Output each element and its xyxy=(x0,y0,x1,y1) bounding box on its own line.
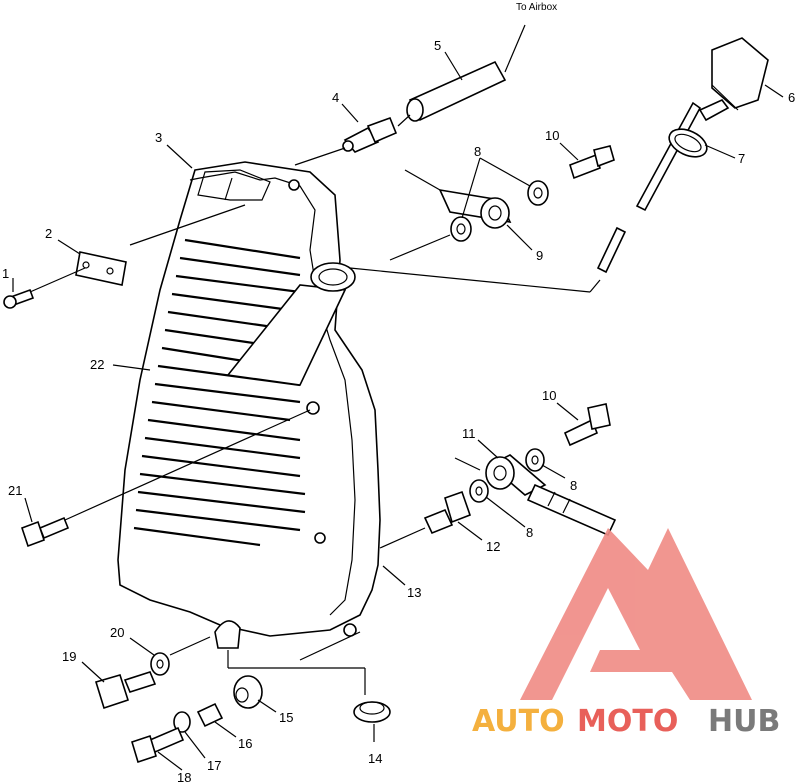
part-20-washer xyxy=(150,652,170,676)
part-6-dipstick xyxy=(596,37,769,274)
watermark-auto: AUTO xyxy=(472,704,565,739)
part-8-washer-left xyxy=(469,479,489,503)
part-11-banjo-lower xyxy=(485,454,547,496)
part-7-o-ring xyxy=(668,128,708,158)
watermark-hub: HUB xyxy=(708,704,780,739)
callout-11: 11 xyxy=(462,426,476,441)
part-17-washer xyxy=(173,711,191,733)
callout-leaders xyxy=(12,51,784,771)
callout-9: 9 xyxy=(536,248,543,263)
callout-10-upper: 10 xyxy=(545,128,559,143)
callout-3: 3 xyxy=(155,130,162,145)
part-8-washer-right xyxy=(525,448,545,472)
part-1-screw xyxy=(3,288,35,309)
part-2-bracket xyxy=(75,251,127,286)
part-8-washer-lower xyxy=(450,216,472,242)
callout-20: 20 xyxy=(110,625,124,640)
to-airbox-label: To Airbox xyxy=(516,2,557,13)
callout-6: 6 xyxy=(788,90,795,105)
callout-14: 14 xyxy=(368,751,382,766)
callout-15: 15 xyxy=(279,710,293,725)
part-21-bolt xyxy=(20,516,70,548)
callout-22: 22 xyxy=(90,357,104,372)
part-8-washer-upper xyxy=(527,180,549,206)
callout-17: 17 xyxy=(207,758,221,773)
callout-10-lower: 10 xyxy=(542,388,556,403)
callout-8-right: 8 xyxy=(570,478,577,493)
callout-4: 4 xyxy=(332,90,339,105)
callout-7: 7 xyxy=(738,151,745,166)
part-9-banjo xyxy=(438,188,512,229)
part-10-bolt-lower xyxy=(563,403,611,447)
part-18-bolt xyxy=(131,726,185,764)
callout-12: 12 xyxy=(486,539,500,554)
callout-2: 2 xyxy=(45,226,52,241)
cooling-fins xyxy=(133,238,306,547)
oil-tank xyxy=(117,161,381,649)
part-12-fitting xyxy=(423,490,472,535)
callout-16: 16 xyxy=(238,736,252,751)
callout-8-upper: 8 xyxy=(474,144,481,159)
part-19-bolt xyxy=(94,671,157,710)
watermark-logo-shape xyxy=(520,528,752,700)
callout-5: 5 xyxy=(434,38,441,53)
part-14-grommet xyxy=(353,701,391,723)
watermark-moto: MOTO xyxy=(577,704,678,739)
callout-1: 1 xyxy=(2,266,9,281)
part-10-bolt-upper xyxy=(569,145,615,180)
watermark-logo xyxy=(520,528,752,700)
part-16-spacer xyxy=(196,702,224,728)
callout-8-left: 8 xyxy=(526,525,533,540)
part-5-hose xyxy=(406,60,507,122)
watermark-text: AUTO MOTO HUB xyxy=(472,704,780,739)
callout-18: 18 xyxy=(177,770,191,783)
callout-13: 13 xyxy=(407,585,421,600)
part-4-fitting xyxy=(342,116,398,153)
callout-21: 21 xyxy=(8,483,22,498)
part-15-nut xyxy=(233,675,263,709)
filler-neck xyxy=(226,262,356,386)
callout-19: 19 xyxy=(62,649,76,664)
